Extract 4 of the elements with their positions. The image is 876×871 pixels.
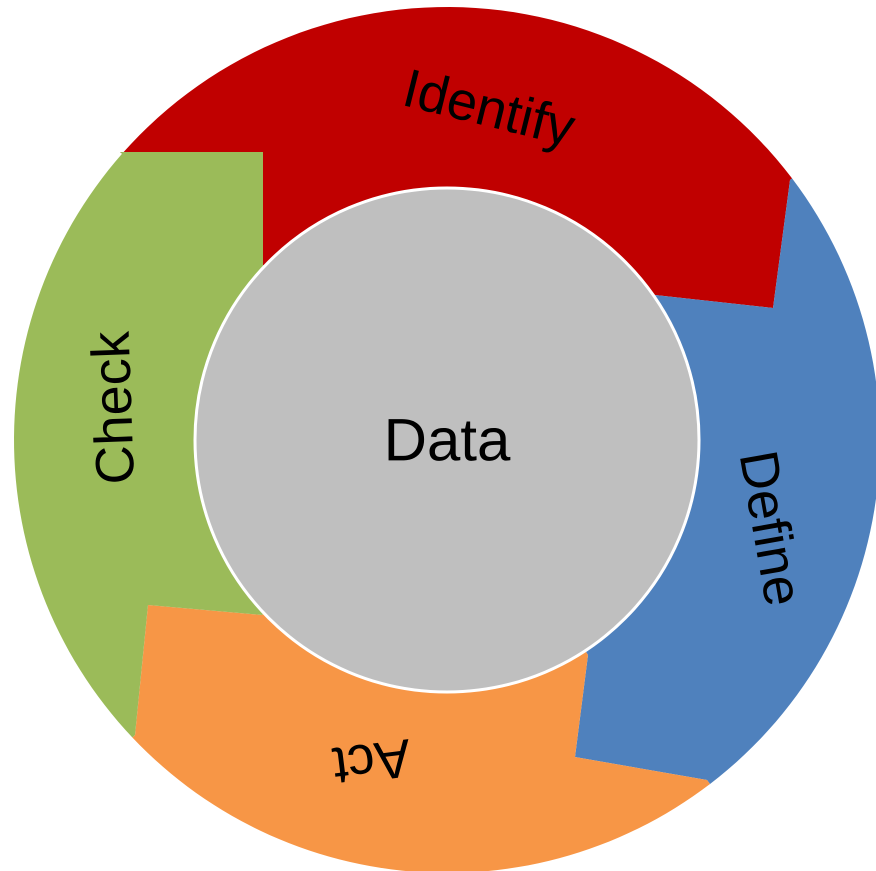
- ring-segment: Define: [575, 178, 876, 784]
- ring-segment: Check: [14, 152, 266, 738]
- ring-segment: Identify: [120, 7, 792, 308]
- ring-segment: Act: [132, 605, 710, 871]
